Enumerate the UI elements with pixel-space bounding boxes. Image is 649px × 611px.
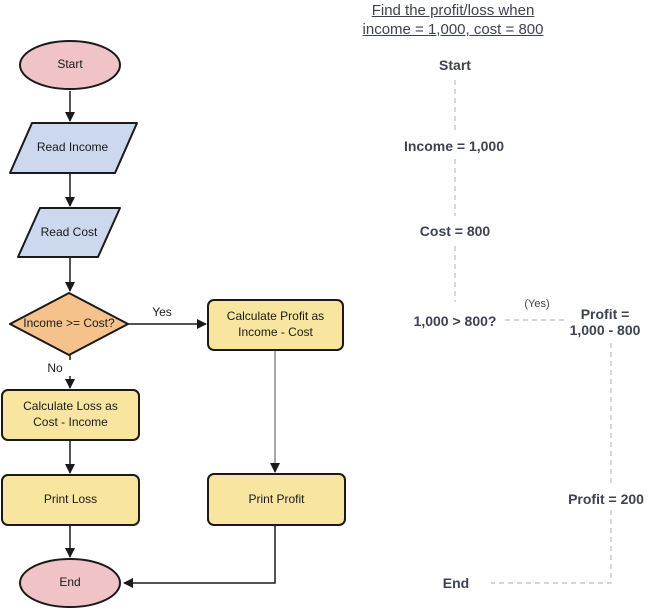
edge-label-no: No — [37, 360, 73, 376]
start-terminator-shape — [19, 40, 121, 90]
calc-loss-rect — [1, 389, 140, 441]
trace-step-yes: (Yes) — [524, 297, 550, 310]
trace-dash-result-to-end — [491, 510, 612, 584]
print-profit-rect — [207, 473, 346, 526]
trace-step-decision: 1,000 > 800? — [413, 312, 497, 329]
connector-print-profit-to-end — [123, 525, 276, 588]
trace-step-profit-result: Profit = 200 — [568, 490, 644, 507]
node-print-profit-label: Print Profit — [248, 491, 305, 506]
node-read-cost-label: Read Cost — [40, 224, 98, 239]
read-income-parallelogram — [9, 122, 138, 174]
node-calc-loss-label: Calculate Loss as Cost - Income — [23, 399, 118, 429]
node-calc-profit-label: Calculate Profit as Income - Cost — [226, 309, 325, 339]
trace-step-end: End — [442, 574, 470, 591]
calc-profit-rect — [207, 299, 344, 351]
trace-step-income: Income = 1,000 — [403, 137, 504, 154]
node-decision-label: Income >= Cost? — [23, 316, 115, 331]
print-loss-rect — [1, 474, 140, 526]
trace-step-profit-calc: Profit = 1,000 - 800 — [569, 305, 641, 338]
node-start-label: Start — [57, 57, 83, 72]
decision-diamond — [9, 292, 129, 356]
read-cost-parallelogram — [17, 207, 121, 258]
trace-step-cost: Cost = 800 — [419, 222, 491, 239]
node-read-income-label: Read Income — [36, 140, 109, 155]
node-end-label: End — [59, 575, 81, 590]
edge-label-yes: Yes — [144, 304, 180, 320]
trace-title: Find the profit/loss when income = 1,000… — [362, 2, 544, 38]
end-terminator-shape — [19, 558, 121, 608]
node-print-loss-label: Print Loss — [43, 492, 98, 507]
trace-step-start: Start — [439, 56, 471, 73]
